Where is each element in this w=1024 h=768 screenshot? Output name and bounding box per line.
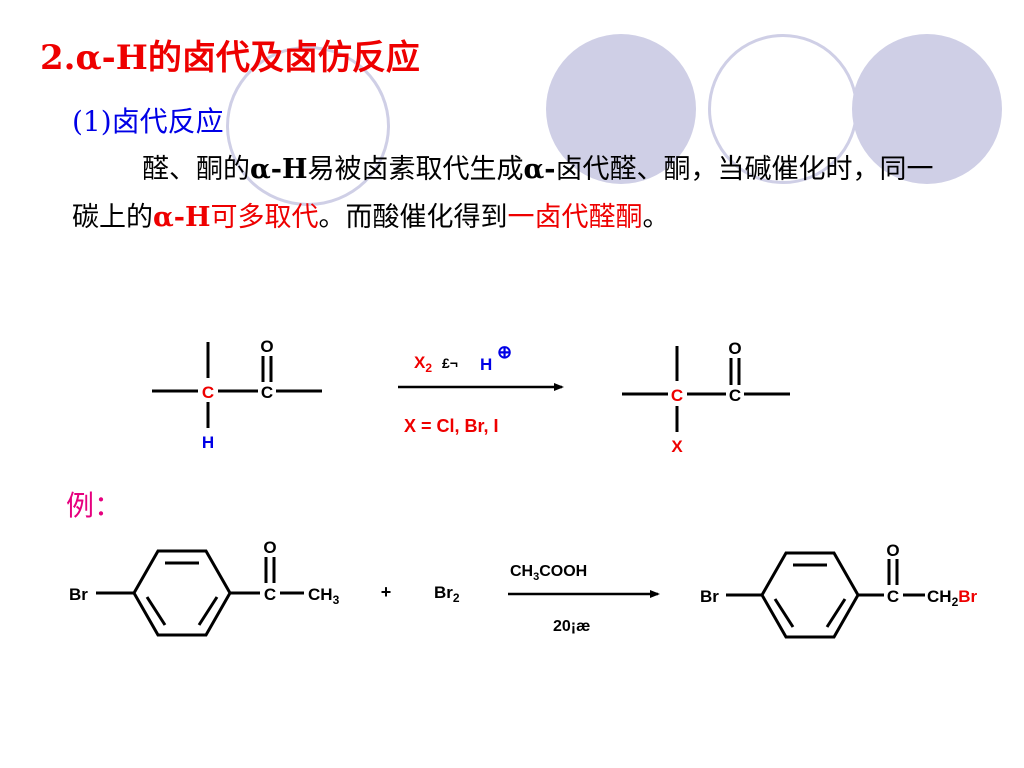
paragraph-part-2: 易被卤素取代生成 <box>307 154 524 185</box>
title-number: 2. <box>40 38 76 78</box>
reaction1-product <box>622 346 790 432</box>
product2-ring-double-2 <box>825 598 847 628</box>
paragraph-part-1: 醛、酮的 <box>142 154 250 185</box>
reaction2-plus-sign: + <box>381 582 392 602</box>
reaction1-reagent-acid-h: H <box>480 355 492 374</box>
reactant2-bromine: Br <box>69 585 88 604</box>
product2-bromomethyl: CH2Br <box>927 587 978 609</box>
title-alpha-h: α-H <box>75 38 148 78</box>
title-text: 的卤代及卤仿反应 <box>147 38 420 78</box>
paragraph-part-5: 。 <box>642 202 670 233</box>
reaction2-solvent: CH3COOH <box>510 563 587 583</box>
reactant1-alpha-hydrogen: H <box>202 433 214 452</box>
product2-ring-double-3 <box>773 598 795 628</box>
product1-oxygen: O <box>728 339 741 358</box>
reaction2-temperature: 20¡æ <box>553 618 590 635</box>
slide-title: 2.α-H的卤代及卤仿反应 <box>40 30 420 79</box>
paragraph-alpha-h-1: α-H <box>250 154 308 185</box>
decor-filled-circle-2 <box>852 34 1002 184</box>
reaction2-reagent-bromine: Br2 <box>434 583 460 605</box>
decor-ring-circle-1 <box>226 46 390 206</box>
reactant2-methyl: CH3 <box>308 585 340 607</box>
reactant1-oxygen: O <box>260 337 273 356</box>
reaction1-reactant <box>152 342 322 428</box>
paragraph-part-3: 卤代醛、酮，当碱催化时，同一碳上的 <box>72 154 934 233</box>
reactant2-carbonyl-carbon: C <box>264 585 276 604</box>
reactant1-alpha-carbon: C <box>202 383 214 402</box>
description-paragraph: 醛、酮的α-H易被卤素取代生成α-卤代醛、酮，当碱催化时，同一碳上的α-H可多取… <box>72 146 952 242</box>
reactant2-oxygen: O <box>263 538 276 557</box>
product2-oxygen: O <box>886 541 899 560</box>
example-label: 例： <box>66 489 123 522</box>
reactant1-carbonyl-carbon: C <box>261 383 273 402</box>
subtitle-text: 卤代反应 <box>111 105 224 138</box>
product2-ring-bromine: Br <box>700 587 719 606</box>
paragraph-highlight-multi-substitution: 可多取代 <box>210 202 319 233</box>
reaction1-condition: X = Cl, Br, I <box>404 416 499 436</box>
reaction1-reagent-plus-charge: ⊕ <box>497 342 512 362</box>
reactant2-ring-double-3 <box>145 596 167 626</box>
reactant2-ring-double-2 <box>197 596 219 626</box>
paragraph-alpha-2: α- <box>523 154 556 185</box>
reaction1-reagent-halogen: X2 <box>414 353 432 375</box>
reaction1-reagent-separator: £¬ <box>442 355 458 371</box>
section-subtitle: (1)卤代反应 <box>72 100 224 140</box>
paragraph-highlight-mono-halo: 一卤代醛酮 <box>507 202 643 233</box>
reaction2-product-ring <box>726 551 925 639</box>
product2-carbonyl-carbon: C <box>887 587 899 606</box>
paragraph-part-4: 。而酸催化得到 <box>318 202 508 233</box>
product1-alpha-carbon: C <box>671 386 683 405</box>
decor-filled-circle-1 <box>546 34 696 184</box>
subtitle-number: (1) <box>72 105 112 138</box>
reaction2-reactant-ring <box>96 549 304 637</box>
product1-halogen: X <box>671 437 683 456</box>
paragraph-highlight-alpha-h: α-H <box>153 202 211 233</box>
product1-carbonyl-carbon: C <box>729 386 741 405</box>
